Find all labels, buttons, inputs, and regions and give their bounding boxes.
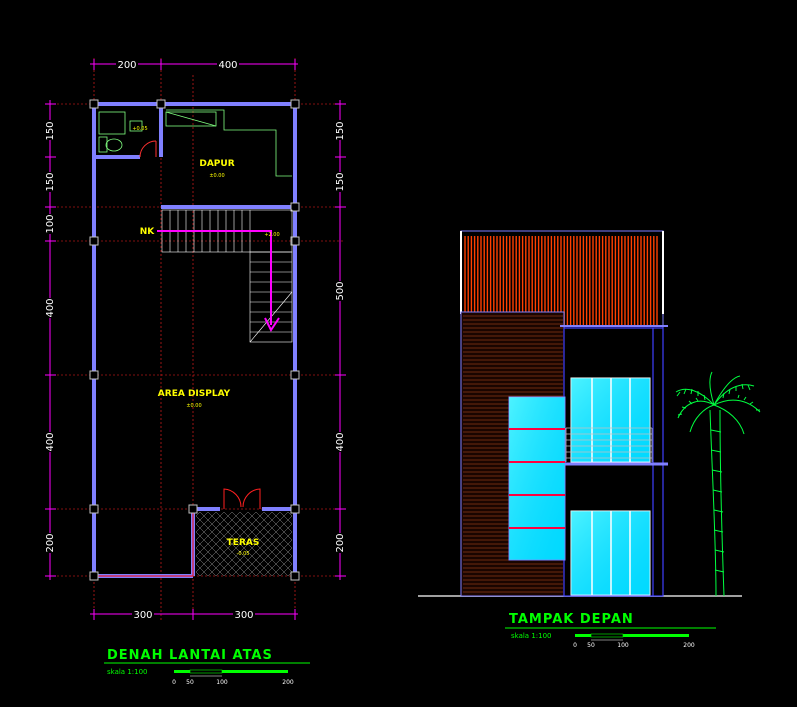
toilet-fixtures (98, 111, 143, 153)
facade-scale-mark-3: 200 (683, 642, 695, 649)
nk-label: NK (140, 227, 156, 237)
room-teras-label: TERAS (227, 538, 260, 548)
lower-glass-doors (570, 510, 651, 596)
dim-bottom-1: 300 (133, 610, 152, 621)
left-glazing (508, 396, 566, 561)
palm-tree (675, 371, 761, 597)
plan-scale-mark-2: 100 (216, 679, 228, 686)
dim-top-1: 200 (117, 60, 136, 71)
kitchen-counter (165, 109, 292, 177)
upper-glass-doors (570, 377, 651, 463)
facade-scale-bar (575, 633, 689, 641)
dim-left-4: 400 (45, 298, 56, 317)
nk-level: +2.00 (264, 232, 279, 238)
dim-right-4: 400 (335, 432, 346, 451)
facade-scale-mark-0: 0 (573, 642, 577, 649)
room-dapur-label: DAPUR (199, 159, 234, 169)
dim-left-3: 100 (45, 214, 56, 233)
stair-arrow (157, 230, 272, 325)
plan-scale-text: skala 1:100 (107, 668, 148, 676)
dim-left-5: 400 (45, 432, 56, 451)
plan-scale-mark-1: 50 (186, 679, 194, 686)
dim-top-2: 400 (218, 60, 237, 71)
dim-left-1: 150 (45, 121, 56, 140)
dim-right-5: 200 (335, 533, 346, 552)
dim-bottom-2: 300 (234, 610, 253, 621)
entry-doors (223, 488, 261, 509)
plan-scale-mark-0: 0 (172, 679, 176, 686)
facade-scale-mark-1: 50 (587, 642, 595, 649)
facade-scale-mark-2: 100 (617, 642, 629, 649)
floor-plan: 200 400 300 300 150 150 100 400 400 200 … (44, 58, 346, 686)
kmwc-level: +0.05 (132, 126, 147, 132)
bathroom-door (139, 140, 157, 158)
room-teras-level: -0.05 (237, 551, 250, 557)
dims-right: 150 150 500 400 200 (334, 120, 346, 553)
plan-scale-bar (174, 669, 288, 677)
dim-right-3: 500 (335, 281, 346, 300)
room-dapur-level: ±0.00 (209, 173, 224, 179)
facade-title: TAMPAK DEPAN (509, 612, 634, 627)
front-elevation: TAMPAK DEPAN skala 1:100 0 50 100 200 (418, 230, 761, 649)
terrace-floor (196, 512, 292, 576)
facade-scale-text: skala 1:100 (511, 632, 552, 640)
room-display-level: ±0.00 (186, 403, 201, 409)
plan-scale-mark-3: 200 (282, 679, 294, 686)
dim-right-1: 150 (335, 121, 346, 140)
dims-left: 150 150 100 400 400 200 (44, 120, 56, 553)
plan-columns (89, 99, 300, 581)
room-display-label: AREA DISPLAY (158, 389, 231, 399)
dim-left-2: 150 (45, 172, 56, 191)
dim-left-6: 200 (45, 533, 56, 552)
balcony-railing (565, 427, 653, 462)
dim-right-2: 150 (335, 172, 346, 191)
plan-title: DENAH LANTAI ATAS (107, 648, 273, 663)
